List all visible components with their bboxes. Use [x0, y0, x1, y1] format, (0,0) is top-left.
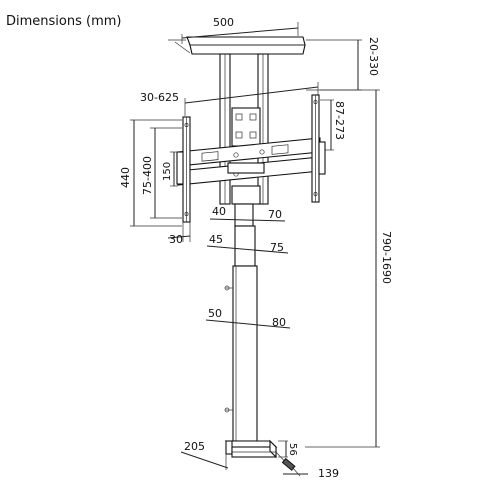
label-vesa-vertical: 87-273	[333, 101, 346, 140]
label-section2-inner: 45	[209, 233, 223, 246]
dim-section-2: 45 75	[206, 233, 289, 254]
label-top-height: 20-330	[367, 37, 380, 76]
label-section1-outer: 70	[268, 208, 282, 221]
bracket-rails	[177, 137, 321, 186]
top-bar	[186, 36, 306, 55]
dim-vesa-vertical: 87-273	[320, 99, 346, 151]
dim-section-3: 50 80	[205, 307, 291, 329]
dim-base-height: 56	[278, 440, 298, 458]
dim-total-height: 790-1690	[305, 89, 393, 448]
dim-base-width: 205	[180, 440, 229, 470]
dim-bracket-height: 440	[119, 119, 182, 227]
label-base-width: 205	[184, 440, 205, 453]
label-total-height: 790-1690	[380, 231, 393, 284]
label-base-height: 56	[287, 443, 298, 456]
dim-vesa-range: 75-400	[141, 127, 182, 219]
telescopic-pole	[224, 185, 261, 442]
dim-arm-span: 30-625	[140, 82, 319, 116]
dim-top-width: 500	[168, 16, 299, 54]
dim-base-depth: 139	[283, 466, 339, 480]
label-vesa-range: 75-400	[141, 156, 154, 195]
dim-top-height: 20-330	[306, 37, 380, 91]
label-bracket-offset: 30	[169, 233, 183, 246]
dim-section-1: 40 70	[209, 205, 286, 222]
floor-base	[224, 439, 296, 471]
label-base-depth: 139	[318, 467, 339, 480]
dim-plate-150: 150	[162, 151, 178, 187]
label-section1-inner: 40	[212, 205, 226, 218]
mount-plate	[231, 107, 261, 147]
label-plate-150: 150	[162, 162, 173, 181]
tv-arm-right	[311, 94, 326, 203]
label-section3-inner: 50	[208, 307, 222, 320]
diagram-title: Dimensions (mm)	[6, 14, 122, 29]
tv-arm-left	[176, 116, 191, 223]
dim-bracket-offset: 30	[167, 222, 191, 246]
label-section2-outer: 75	[270, 241, 284, 254]
label-top-width: 500	[213, 16, 234, 29]
label-bracket-height: 440	[119, 167, 132, 188]
label-section3-outer: 80	[272, 316, 286, 329]
label-arm-span: 30-625	[140, 91, 179, 104]
